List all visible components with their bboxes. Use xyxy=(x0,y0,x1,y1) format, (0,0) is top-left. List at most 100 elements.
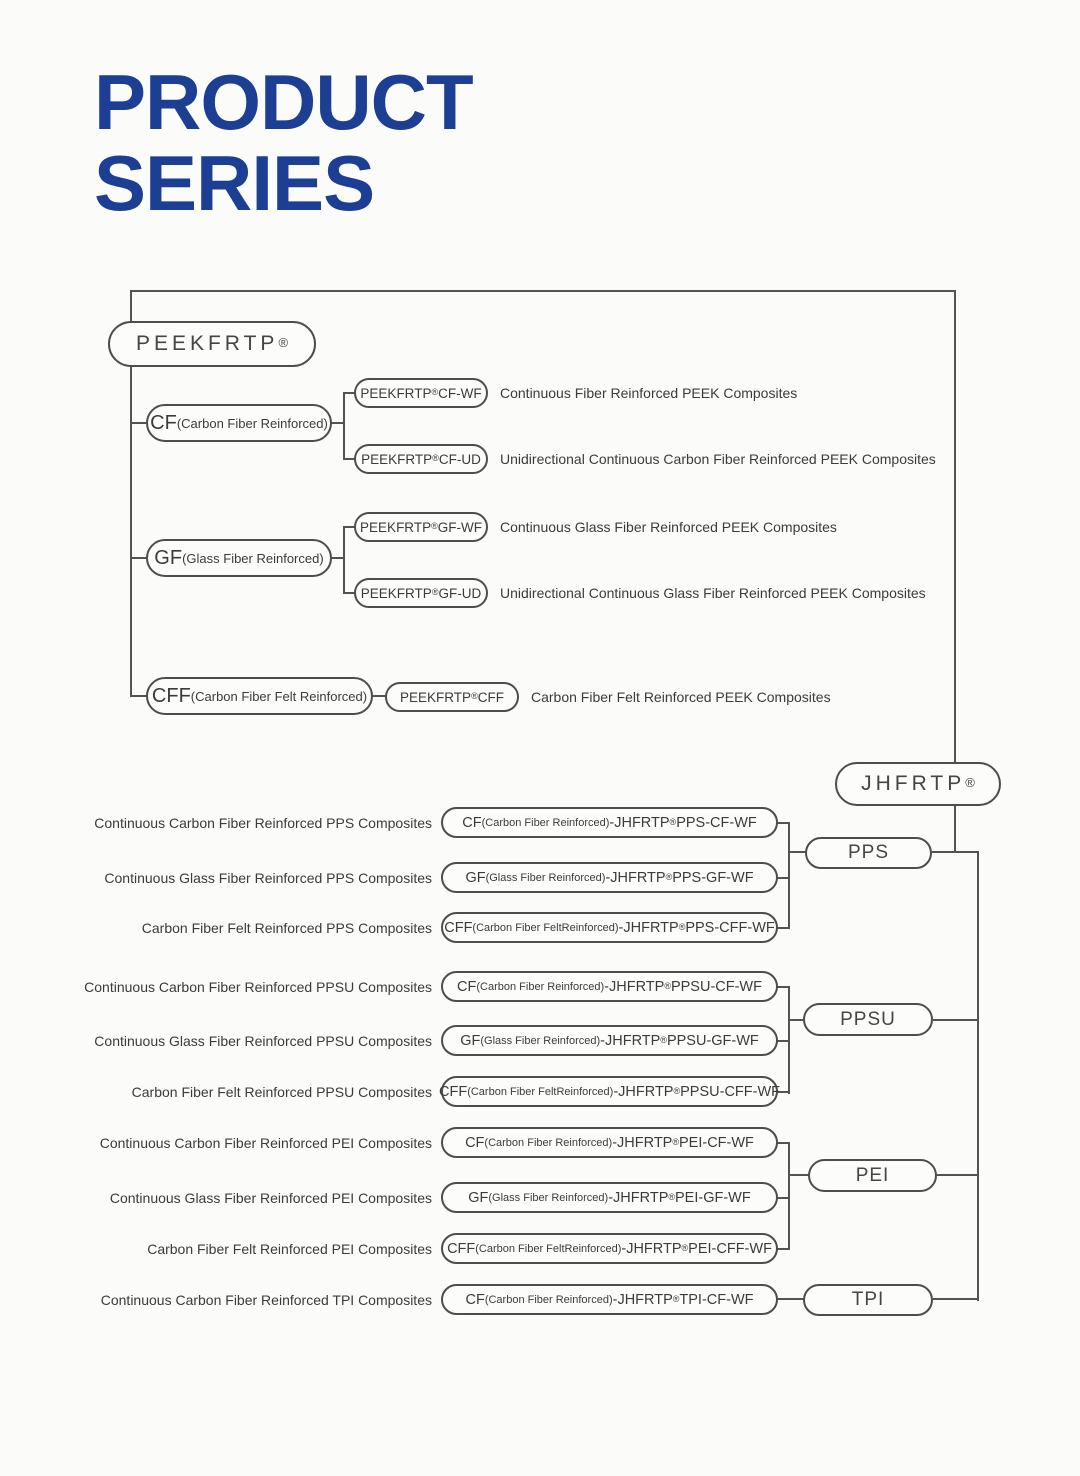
tpi-link-line xyxy=(933,1298,979,1300)
row-paren: (Carbon Fiber Reinforced) xyxy=(476,980,605,993)
jhfrtp-feed-line xyxy=(954,290,956,763)
row-paren: (Carbon Fiber Reinforced) xyxy=(484,1136,613,1149)
gf-branch-paren: (Glass Fiber Reinforced) xyxy=(182,550,324,566)
row-paren: (Carbon Fiber Reinforced) xyxy=(481,816,610,829)
jh-row-desc: Carbon Fiber Felt Reinforced PPSU Compos… xyxy=(131,1084,432,1100)
jh-row-desc: Carbon Fiber Felt Reinforced PPS Composi… xyxy=(141,920,432,936)
registered-mark: ® xyxy=(672,1136,679,1147)
jh-row-desc: Continuous Carbon Fiber Reinforced TPI C… xyxy=(100,1292,432,1308)
pei-link-line xyxy=(937,1174,979,1176)
registered-mark: ® xyxy=(431,587,439,597)
cf-branch-code: CF xyxy=(150,411,177,434)
row-mid: -JHFRTP xyxy=(618,919,679,936)
pei-cat-stub-line xyxy=(788,1174,810,1176)
category-pill-pei: PEI xyxy=(808,1159,937,1192)
gf-stub-line xyxy=(130,557,147,559)
page-title: PRODUCT SERIES xyxy=(94,58,474,227)
row-tail: PEI-CF-WF xyxy=(679,1134,754,1151)
cf-wf-stub-line xyxy=(343,392,355,394)
peekfrtp-spine-line xyxy=(130,366,132,697)
row-mid: -JHFRTP xyxy=(604,978,665,995)
pps-link-line xyxy=(932,851,979,853)
registered-mark: ® xyxy=(665,871,673,882)
jh-product-pill-pei-gf: GF(Glass Fiber Reinforced) -JHFRTP®PEI-G… xyxy=(441,1182,778,1213)
product-suffix: GF-WF xyxy=(437,519,482,535)
jh-product-pill-pps-cff: CFF(Carbon Fiber FeltReinforced) -JHFRTP… xyxy=(441,912,778,943)
row-tail: PPSU-CF-WF xyxy=(670,978,762,995)
gf-bracket-line xyxy=(343,526,345,594)
page-title-line-2: SERIES xyxy=(94,139,375,227)
jh-row-desc: Continuous Carbon Fiber Reinforced PEI C… xyxy=(99,1135,432,1151)
registered-mark: ® xyxy=(678,921,686,932)
row-paren: (Carbon Fiber FeltReinforced) xyxy=(467,1085,614,1098)
product-prefix: PEEKFRTP xyxy=(400,689,472,705)
jh-product-pill-pei-cff: CFF(Carbon Fiber FeltReinforced) -JHFRTP… xyxy=(441,1233,778,1264)
cf-stub-line xyxy=(130,422,147,424)
page-title-line-1: PRODUCT xyxy=(94,58,474,146)
gf-wf-stub-line xyxy=(343,526,355,528)
row-paren: (Carbon Fiber FeltReinforced) xyxy=(475,1242,622,1255)
jh-row-desc: Continuous Glass Fiber Reinforced PPSU C… xyxy=(94,1033,432,1049)
jh-product-pill-tpi-cf: CF(Carbon Fiber Reinforced)-JHFRTP®TPI-C… xyxy=(441,1284,778,1315)
row-paren: (Glass Fiber Reinforced) xyxy=(488,1191,609,1204)
cf-ud-stub-line xyxy=(343,458,355,460)
jh-row-desc: Continuous Carbon Fiber Reinforced PPS C… xyxy=(94,815,432,831)
row-mid: -JHFRTP xyxy=(621,1240,682,1257)
product-prefix: PEEKFRTP xyxy=(361,451,433,467)
row-tail: PEI-GF-WF xyxy=(675,1189,751,1206)
product-suffix: CF-WF xyxy=(438,385,482,401)
ppsu-row2-stub-line xyxy=(776,1040,790,1042)
registered-mark: ® xyxy=(660,1034,667,1045)
cf-branch-pill: CF(Carbon Fiber Reinforced) xyxy=(146,404,332,442)
registered-mark: ® xyxy=(681,1242,689,1253)
peekfrtp-cf-wf-pill: PEEKFRTP®CF-WF xyxy=(354,378,488,408)
pei-row3-stub-line xyxy=(776,1248,790,1250)
jh-product-pill-ppsu-cff: CFF(Carbon Fiber FeltReinforced) -JHFRTP… xyxy=(439,1076,780,1107)
cff-branch-pill: CFF(Carbon Fiber Felt Reinforced) xyxy=(146,677,373,715)
row-code: CFF xyxy=(447,1240,476,1257)
row-mid: -JHFRTP xyxy=(608,1189,669,1206)
pps-cat-stub-line xyxy=(788,851,806,853)
pei-bracket-line xyxy=(788,1142,790,1250)
pps-row3-stub-line xyxy=(776,927,790,929)
jh-row-desc: Continuous Glass Fiber Reinforced PPS Co… xyxy=(104,870,432,886)
registered-mark: ® xyxy=(669,816,677,827)
registered-mark: ® xyxy=(471,691,478,701)
row-mid: -JHFRTP xyxy=(612,1291,673,1308)
pei-row1-stub-line xyxy=(776,1142,790,1144)
row-code: CFF xyxy=(439,1083,468,1100)
jhfrtp-root-pill: JHFRTP® xyxy=(835,762,1001,806)
row-code: CF xyxy=(465,1134,485,1151)
registered-mark: ® xyxy=(431,387,439,397)
pps-row1-stub-line xyxy=(776,822,790,824)
jh-product-pill-ppsu-cf: CF(Carbon Fiber Reinforced)-JHFRTP®PPSU-… xyxy=(441,971,778,1002)
ppsu-link-line xyxy=(933,1019,979,1021)
row-tail: PPS-GF-WF xyxy=(672,869,754,886)
row-mid: -JHFRTP xyxy=(600,1032,661,1049)
pps-bracket-line xyxy=(788,822,790,929)
gf-branch-code: GF xyxy=(154,546,183,569)
pps-row2-stub-line xyxy=(776,877,790,879)
product-prefix: PEEKFRTP xyxy=(360,585,432,601)
ppsu-row1-stub-line xyxy=(776,986,790,988)
row-paren: (Glass Fiber Reinforced) xyxy=(480,1034,601,1047)
category-pill-pps: PPS xyxy=(805,837,932,869)
registered-mark: ® xyxy=(278,334,289,350)
registered-mark: ® xyxy=(673,1085,681,1096)
jhfrtp-root-label: JHFRTP xyxy=(861,772,966,795)
cff-branch-paren: (Carbon Fiber Felt Reinforced) xyxy=(190,688,368,704)
ppsu-row3-stub-line xyxy=(776,1091,790,1093)
product-prefix: PEEKFRTP xyxy=(360,385,432,401)
row-paren: (Carbon Fiber Reinforced) xyxy=(484,1293,613,1306)
row-mid: -JHFRTP xyxy=(605,869,666,886)
cf-bracket-line xyxy=(343,392,345,460)
peek-product-desc: Unidirectional Continuous Glass Fiber Re… xyxy=(500,585,926,601)
pei-row2-stub-line xyxy=(776,1197,790,1199)
category-pill-tpi: TPI xyxy=(803,1284,933,1316)
cf-branch-paren: (Carbon Fiber Reinforced) xyxy=(176,415,328,431)
peek-product-desc: Continuous Glass Fiber Reinforced PEEK C… xyxy=(500,519,837,535)
row-mid: -JHFRTP xyxy=(612,1134,673,1151)
row-tail: PPS-CFF-WF xyxy=(685,919,775,936)
row-code: CFF xyxy=(444,919,473,936)
